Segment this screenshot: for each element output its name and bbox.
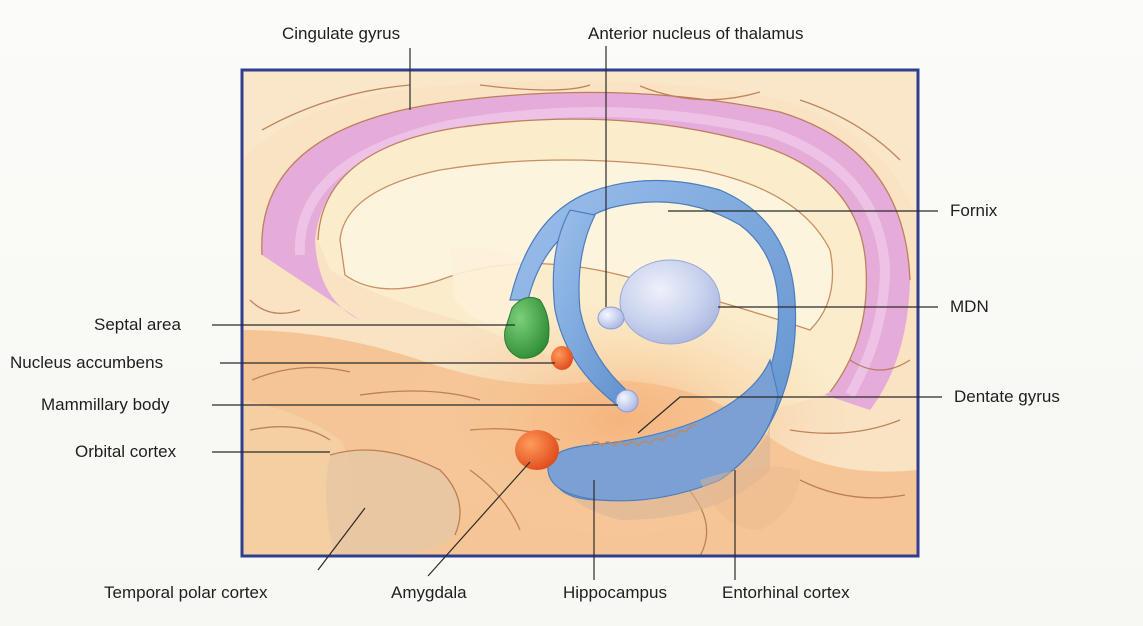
label-fornix: Fornix — [950, 201, 997, 221]
label-mdn: MDN — [950, 297, 989, 317]
label-mammillary-body: Mammillary body — [41, 395, 169, 415]
label-dentate-gyrus: Dentate gyrus — [954, 387, 1060, 407]
amygdala-structure — [515, 430, 559, 470]
anterior-nucleus-structure — [598, 307, 624, 329]
label-temporal-polar-cortex: Temporal polar cortex — [104, 583, 267, 603]
label-amygdala: Amygdala — [391, 583, 467, 603]
nucleus-accumbens-structure — [551, 346, 573, 370]
mdn-structure — [620, 260, 720, 344]
label-hippocampus: Hippocampus — [563, 583, 667, 603]
label-cingulate-gyrus: Cingulate gyrus — [282, 24, 400, 44]
label-anterior-nucleus-of-thalamus: Anterior nucleus of thalamus — [588, 24, 803, 44]
mammillary-body-structure — [616, 390, 638, 412]
label-nucleus-accumbens: Nucleus accumbens — [10, 353, 163, 373]
label-septal-area: Septal area — [94, 315, 181, 335]
label-entorhinal-cortex: Entorhinal cortex — [722, 583, 850, 603]
label-orbital-cortex: Orbital cortex — [75, 442, 176, 462]
